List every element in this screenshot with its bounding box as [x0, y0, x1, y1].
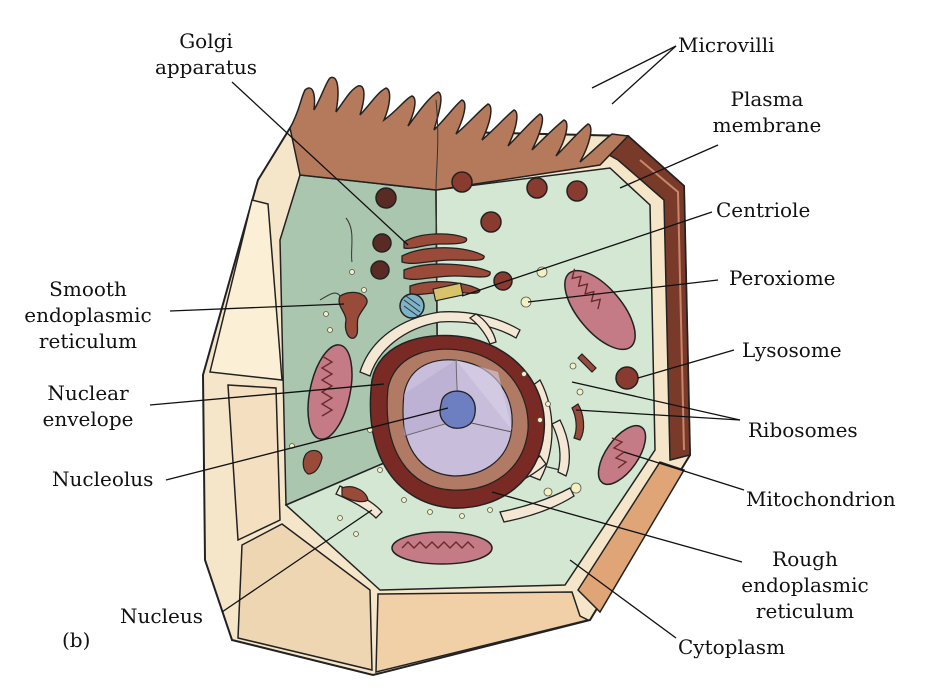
label-plasma-membrane: Plasma membrane: [712, 87, 822, 137]
label-peroxiome: Peroxiome: [729, 266, 836, 290]
label-nucleolus: Nucleolus: [52, 467, 154, 491]
label-mitochondrion: Mitochondrion: [746, 487, 896, 511]
mitochondria: [307, 268, 647, 565]
label-golgi-apparatus: Golgi apparatus: [154, 29, 258, 79]
centriole: [399, 282, 464, 319]
smooth-er: [319, 217, 368, 339]
label-centriole: Centriole: [716, 198, 811, 222]
label-ribosomes: Ribosomes: [748, 418, 858, 442]
small-vesicles: [302, 353, 597, 503]
plasma-membrane: [598, 135, 691, 461]
leader-lines: [149, 45, 745, 639]
label-nucleus: Nucleus: [120, 604, 203, 628]
mitochondrion-4: [391, 531, 493, 565]
label-nuclear-envelope: Nuclear envelope: [42, 381, 134, 431]
label-lysosome: Lysosome: [742, 338, 842, 362]
label-microvilli: Microvilli: [678, 33, 775, 57]
label-rough-er: Rough endoplasmic reticulum: [741, 547, 869, 623]
label-smooth-er: Smooth endoplasmic reticulum: [24, 277, 152, 353]
lysosome-vesicles: [370, 171, 639, 390]
nucleolus: [439, 390, 476, 429]
mitochondrion-2: [564, 268, 636, 351]
mitochondrion-1: [307, 344, 353, 440]
figure-tag: (b): [62, 628, 91, 652]
label-cytoplasm: Cytoplasm: [678, 635, 786, 659]
microvilli: [289, 76, 630, 191]
mitochondrion-3: [597, 424, 647, 486]
